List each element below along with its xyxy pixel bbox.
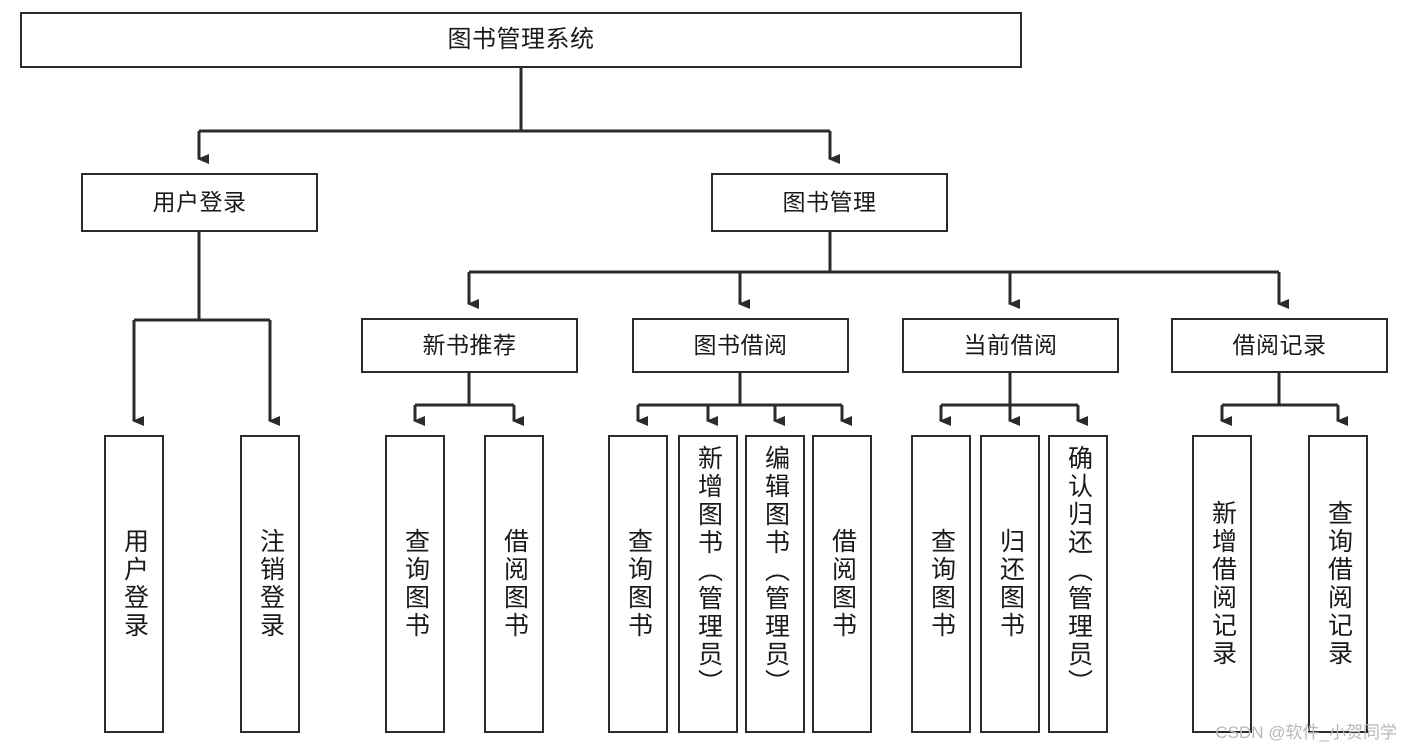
node-label: 新书推荐 bbox=[422, 332, 517, 359]
node-leaf-query-book-1[interactable]: 查询图书 bbox=[385, 435, 445, 733]
node-leaf-add-book[interactable]: 新增图书（管理员） bbox=[678, 435, 738, 733]
node-leaf-query-book-2[interactable]: 查询图书 bbox=[608, 435, 668, 733]
node-leaf-confirm-return[interactable]: 确认归还（管理员） bbox=[1048, 435, 1108, 733]
node-label: 图书管理系统 bbox=[447, 26, 595, 54]
node-book-manage[interactable]: 图书管理 bbox=[711, 173, 948, 232]
node-leaf-return-book[interactable]: 归还图书 bbox=[980, 435, 1040, 733]
node-label: 归还图书 bbox=[996, 528, 1025, 640]
node-label: 图书借阅 bbox=[693, 332, 788, 359]
node-label: 新增借阅记录 bbox=[1208, 500, 1237, 668]
node-label: 借阅图书 bbox=[500, 528, 529, 640]
node-label: 注销登录 bbox=[256, 528, 285, 640]
node-current-borrow[interactable]: 当前借阅 bbox=[902, 318, 1119, 373]
node-leaf-add-record[interactable]: 新增借阅记录 bbox=[1192, 435, 1252, 733]
node-label: 图书管理 bbox=[782, 189, 877, 216]
node-book-borrow[interactable]: 图书借阅 bbox=[632, 318, 849, 373]
node-leaf-user-login[interactable]: 用户登录 bbox=[104, 435, 164, 733]
node-root-system[interactable]: 图书管理系统 bbox=[20, 12, 1022, 68]
node-leaf-borrow-book-1[interactable]: 借阅图书 bbox=[484, 435, 544, 733]
node-label: 当前借阅 bbox=[963, 332, 1058, 359]
node-borrow-record[interactable]: 借阅记录 bbox=[1171, 318, 1388, 373]
node-label: 查询图书 bbox=[401, 528, 430, 640]
node-label: 查询图书 bbox=[624, 528, 653, 640]
watermark-text: CSDN @软件_小贺同学 bbox=[1215, 723, 1397, 742]
node-leaf-user-logout[interactable]: 注销登录 bbox=[240, 435, 300, 733]
node-label: 编辑图书（管理员） bbox=[761, 445, 790, 697]
node-leaf-query-record[interactable]: 查询借阅记录 bbox=[1308, 435, 1368, 733]
node-label: 借阅记录 bbox=[1232, 332, 1327, 359]
node-leaf-borrow-book-2[interactable]: 借阅图书 bbox=[812, 435, 872, 733]
node-label: 新增图书（管理员） bbox=[694, 445, 723, 697]
node-leaf-query-book-3[interactable]: 查询图书 bbox=[911, 435, 971, 733]
node-label: 确认归还（管理员） bbox=[1064, 445, 1093, 697]
node-label: 查询图书 bbox=[927, 528, 956, 640]
node-label: 查询借阅记录 bbox=[1324, 500, 1353, 668]
node-label: 用户登录 bbox=[120, 528, 149, 640]
node-new-book-recommend[interactable]: 新书推荐 bbox=[361, 318, 578, 373]
node-user-login[interactable]: 用户登录 bbox=[81, 173, 318, 232]
node-label: 借阅图书 bbox=[828, 528, 857, 640]
node-label: 用户登录 bbox=[152, 189, 247, 216]
node-leaf-edit-book[interactable]: 编辑图书（管理员） bbox=[745, 435, 805, 733]
